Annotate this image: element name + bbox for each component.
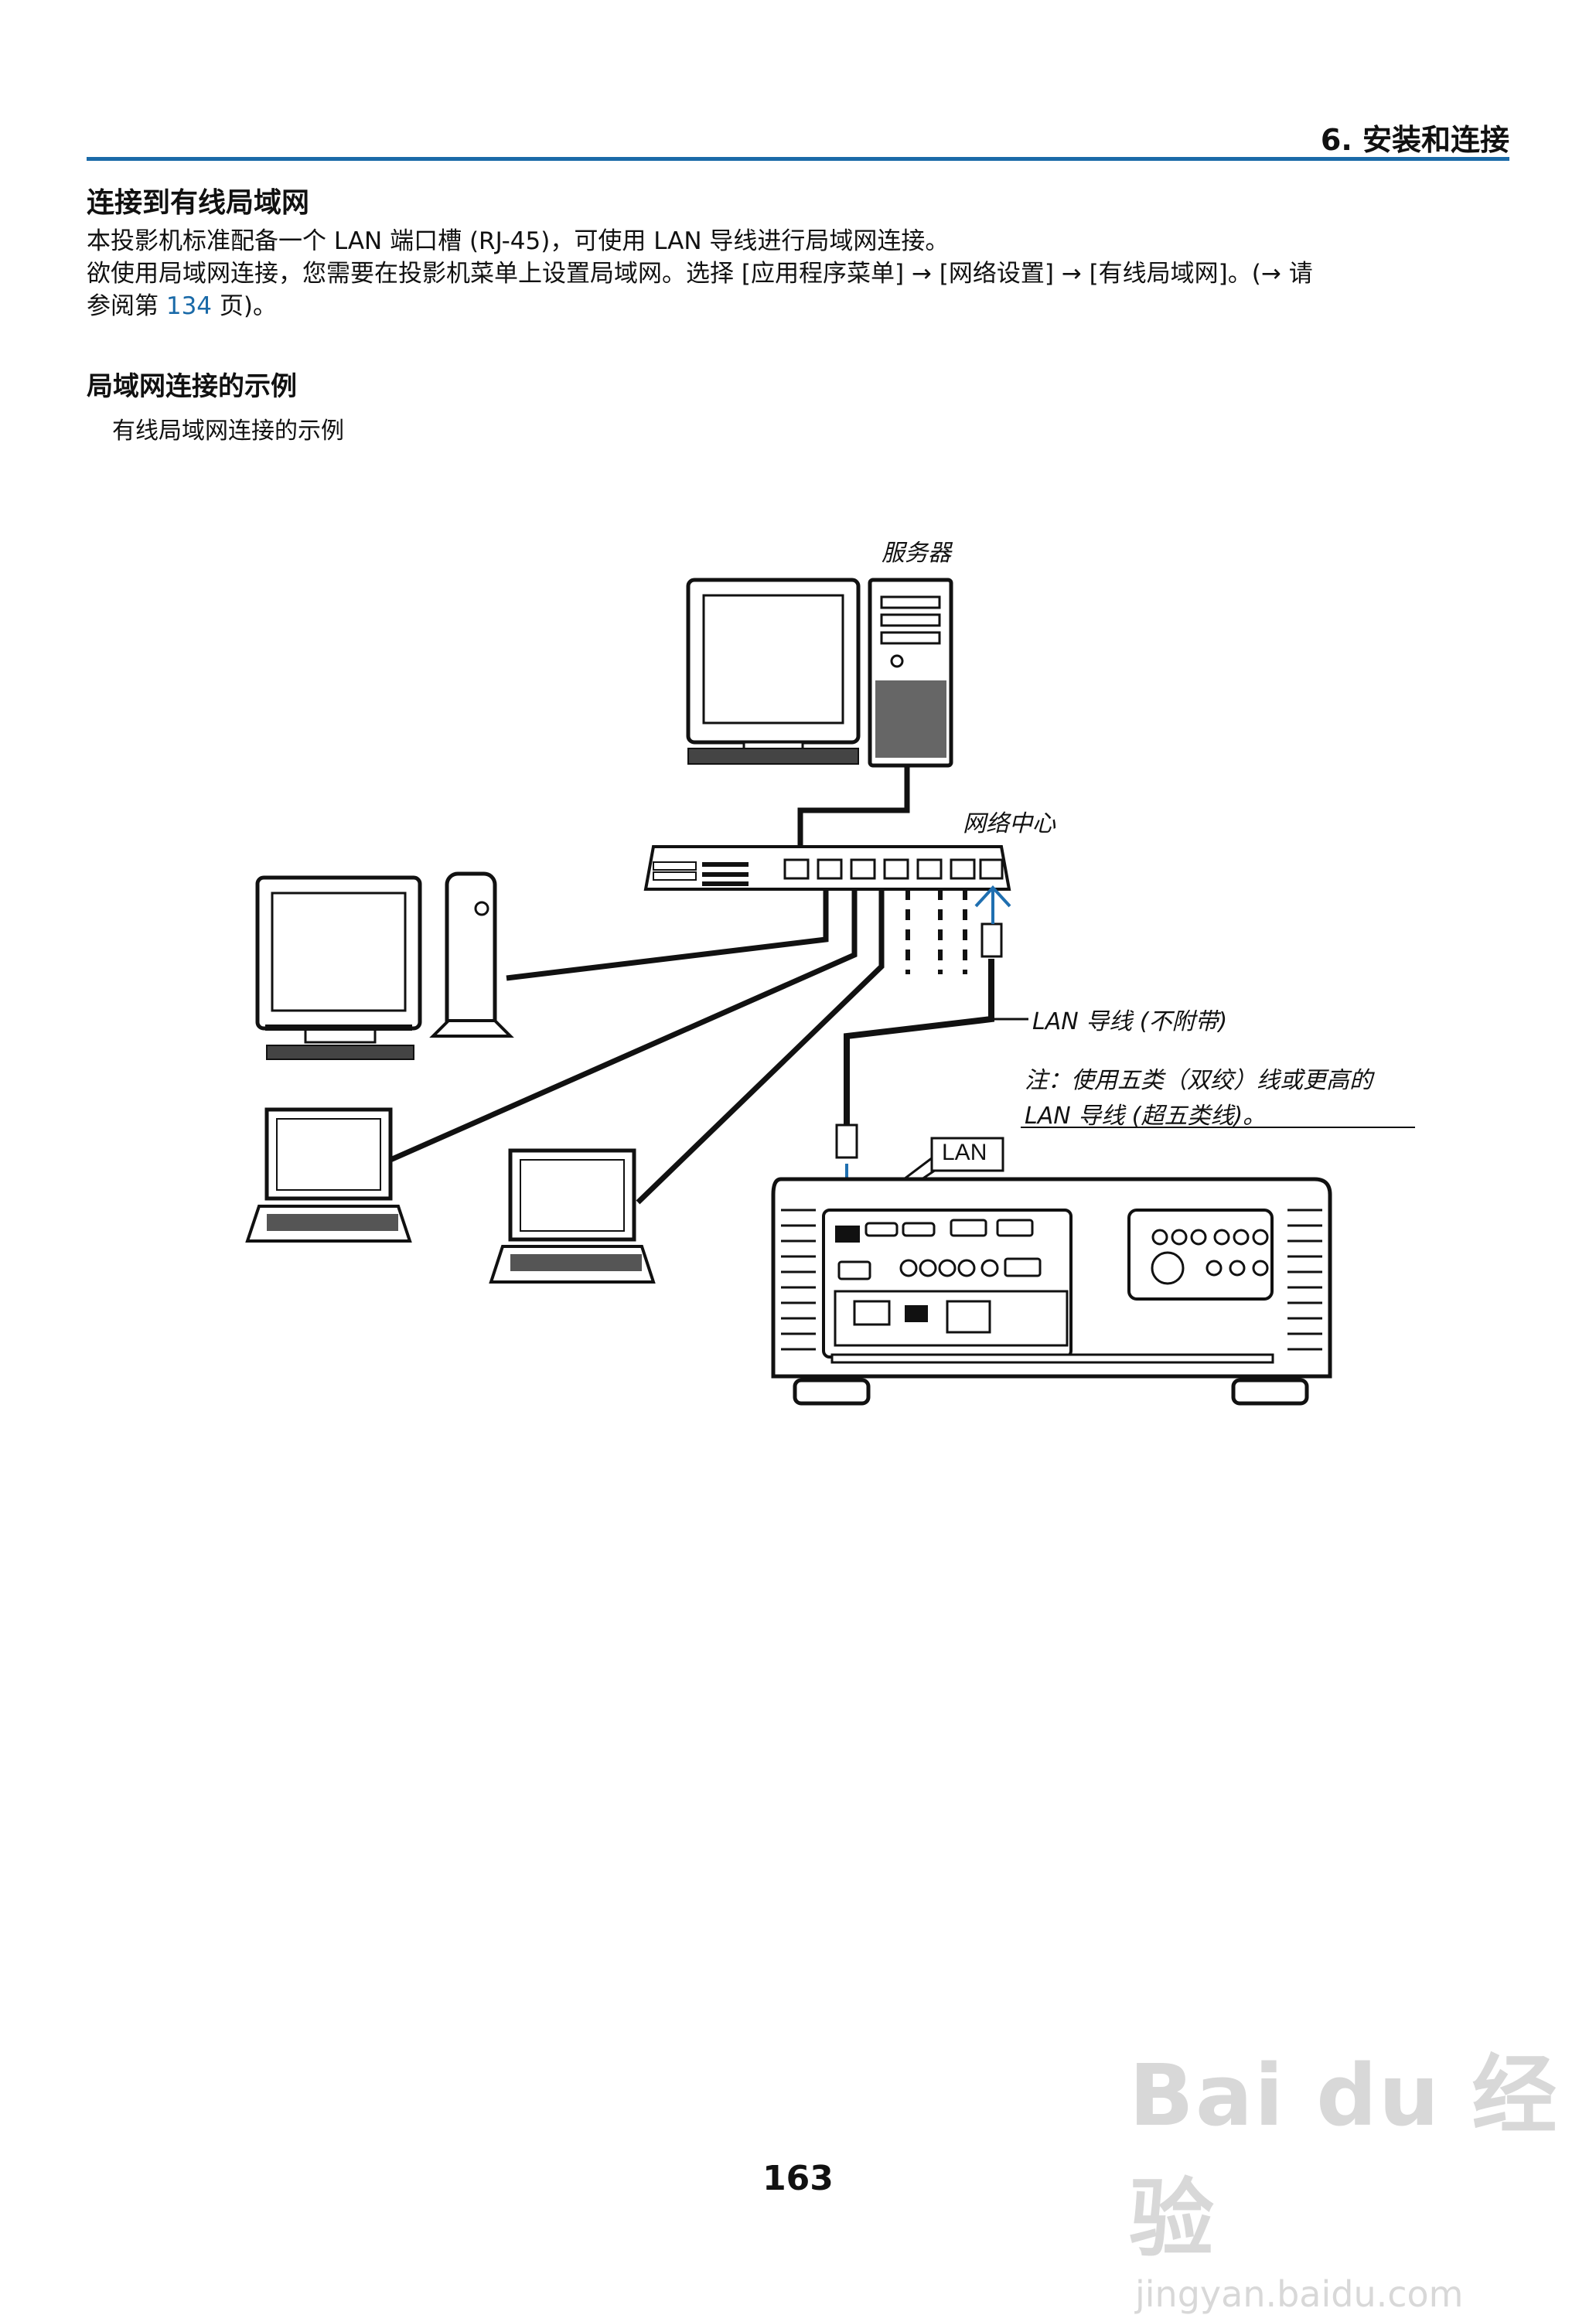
unused-hub-cables [905,889,967,974]
server-label: 服务器 [882,540,951,567]
section-title: 连接到有线局域网 [87,187,310,219]
projector-foot-right [1231,1378,1309,1406]
lan-port-label: LAN [942,1140,987,1165]
projector-lan-port [835,1226,860,1243]
projector-foot-left [793,1378,871,1406]
server-computer [686,578,953,768]
rj45-plug-bottom-icon [835,1123,858,1159]
page-ref-prefix: 参阅第 [87,292,166,320]
hub-port-3 [850,858,876,880]
cable-label: LAN 导线 (不附带) [1032,1008,1228,1035]
desktop-client-cable [506,889,829,981]
laptop-2 [489,1148,656,1284]
page-ref-suffix: 页)。 [212,292,277,320]
server-monitor-icon [686,578,861,765]
watermark-brand: Bai du 经验 [1129,2046,1559,2269]
header-rule [87,157,1509,161]
lan-port-callout-box [930,1137,1004,1172]
projector [771,1177,1332,1406]
baidu-watermark: Bai du 经验 jingyan.baidu.com [1129,2026,1596,2315]
example-title: 局域网连接的示例 [87,371,297,402]
note-line-1: 注：使用五类（双绞）线或更高的 [1025,1067,1373,1094]
laptop-2-cable [636,889,885,1205]
paragraph-line-3: 参阅第 134 页)。 [87,291,1509,322]
lan-connection-diagram [245,578,1415,1406]
server-cable [797,765,910,862]
chapter-title: 6. 安装和连接 [1320,123,1509,157]
network-hub [643,845,1011,891]
rj45-plug-top-icon [980,922,1003,958]
paragraph-line-2: 欲使用局域网连接，您需要在投影机菜单上设置局域网。选择 [应用程序菜单] → [… [87,260,1313,288]
desktop-client [255,871,514,1060]
hub-port-7 [979,858,1004,880]
hub-port-2 [817,858,843,880]
laptop-1-cable [389,889,858,1163]
page-number: 163 [762,2159,834,2198]
page-ref-link[interactable]: 134 [165,292,213,320]
note-line-2: LAN 导线 (超五类线)。 [1025,1103,1267,1130]
hub-port-6 [950,858,976,880]
server-tower-icon [868,578,953,768]
hub-port-4 [883,858,909,880]
hub-label: 网络中心 [963,810,1055,837]
watermark-url: jingyan.baidu.com [1135,2273,1464,2315]
projector-control-panel [1127,1209,1274,1301]
projector-lan-cable [844,959,994,1125]
hub-port-5 [916,858,943,880]
arrow-into-hub-icon [974,885,1011,924]
laptop-1 [245,1107,412,1243]
client-tower-icon [429,871,514,1038]
hub-port-1 [783,858,810,880]
example-caption: 有线局域网连接的示例 [112,418,344,445]
paragraph-line-1: 本投影机标准配备一个 LAN 端口槽 (RJ-45)，可使用 LAN 导线进行局… [87,227,950,255]
client-monitor-icon [255,875,422,1060]
